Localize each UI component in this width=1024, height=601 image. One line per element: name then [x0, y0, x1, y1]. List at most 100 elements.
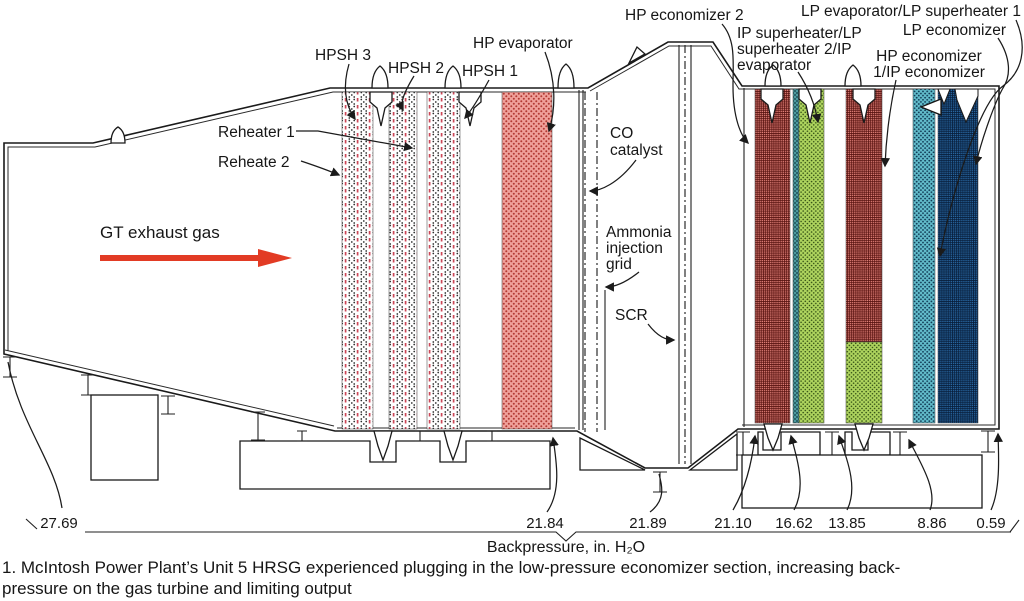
- label-ip-superheater-line3: evaporator: [737, 57, 811, 74]
- dimension-tick-left: [25, 518, 38, 530]
- ibeam-hp-2: [415, 430, 425, 442]
- value-27-69: 27.69: [40, 515, 78, 532]
- leader-lp-evaporator: [936, 19, 1023, 258]
- header-top-right-3: [852, 88, 876, 124]
- leader-value-13-85: [837, 434, 853, 511]
- foundation-block-hp: [239, 440, 551, 490]
- label-hp-economizer1-line2: 1/IP economizer: [873, 64, 985, 81]
- bank-ip-superheater-stripe: [792, 88, 800, 424]
- label-co-catalyst-line2: catalyst: [610, 142, 663, 159]
- header-dome-hp-roof-1: [371, 65, 389, 89]
- header-top-hp-1: [369, 91, 393, 127]
- label-co-catalyst-line1: CO: [610, 125, 633, 142]
- label-ip-superheater-line2: superheater 2/IP: [737, 41, 852, 58]
- label-ammonia-line1: Ammonia: [606, 224, 672, 241]
- leader-hpsh2: [395, 75, 415, 112]
- leader-lp-economizer: [973, 37, 1009, 166]
- value-13-85: 13.85: [828, 515, 866, 532]
- bank-hpsh1: [426, 91, 461, 430]
- leader-hp-economizer1: [880, 79, 897, 168]
- value-21-10: 21.10: [714, 515, 752, 532]
- header-bottom-right-2: [854, 423, 874, 452]
- lp-evaporator-white-arrow: [919, 98, 942, 116]
- bank-hpsh3-reheater2: [341, 91, 374, 430]
- label-hp-evaporator: HP evaporator: [473, 35, 573, 52]
- header-dome-hp-roof-2: [444, 65, 462, 89]
- duct-inner-wall-left: [7, 91, 586, 351]
- bank-hp-economizer1-ip-economizer-upper: [845, 88, 883, 343]
- ibeam-right-2: [825, 431, 839, 456]
- leader-value-21-89: [649, 473, 663, 513]
- header-top-right-2: [798, 88, 822, 124]
- caption-line2: pressure on the gas turbine and limiting…: [2, 579, 352, 598]
- header-top-right-1: [760, 88, 784, 124]
- leader-co-catalyst: [588, 159, 637, 196]
- leader-value-0-59: [990, 432, 1003, 511]
- label-hp-economizer1-line1: HP economizer: [876, 48, 982, 65]
- flow-arrow-head: [258, 249, 292, 267]
- figure-caption: 1. McIntosh Power Plant’s Unit 5 HRSG ex…: [2, 558, 900, 598]
- label-gt-exhaust-gas: GT exhaust gas: [100, 223, 220, 242]
- leader-value-16-62: [788, 434, 801, 511]
- label-scr: SCR: [615, 307, 648, 324]
- leader-value-21-10: [732, 434, 759, 511]
- leader-value-21-84: [546, 436, 559, 513]
- caption-line1: 1. McIntosh Power Plant’s Unit 5 HRSG ex…: [2, 558, 900, 577]
- tube-banks: [341, 88, 979, 430]
- backpressure-values: 27.69 21.84 21.89 21.10 16.62 13.85 8.86…: [40, 515, 1005, 556]
- bank-hp-economizer2: [754, 88, 791, 424]
- bank-ip-superheater-lp-superheater2-ip-evaporator: [798, 88, 825, 424]
- label-hpsh2: HPSH 2: [388, 60, 444, 77]
- leader-ip-superheater: [797, 71, 822, 124]
- ibeam-inlet-4: [251, 411, 265, 441]
- label-lp-evaporator: LP evaporator/LP superheater 1: [801, 3, 1021, 20]
- leader-ammonia-grid: [604, 271, 640, 292]
- backpressure-dimension: [25, 518, 1020, 542]
- gt-exhaust-flow: [100, 249, 292, 267]
- ibeam-scr: [653, 471, 667, 493]
- header-dome-hp-roof-3: [557, 63, 575, 89]
- dimension-tick-right: [1009, 519, 1020, 533]
- foundation-slab-right: [741, 454, 983, 509]
- text-labels: GT exhaust gas HPSH 3 HPSH 2 HPSH 1 HP e…: [100, 3, 1021, 324]
- ibeam-inlet-3: [161, 395, 175, 415]
- dimension-line: [85, 531, 1011, 542]
- label-ammonia-line3: grid: [606, 256, 632, 273]
- label-hpsh1: HPSH 1: [462, 63, 518, 80]
- value-21-84: 21.84: [526, 515, 564, 532]
- duct-inner-floor-inlet: [4, 349, 335, 427]
- bank-hp-economizer1-ip-economizer-lower: [845, 341, 883, 424]
- leader-reheater1: [296, 130, 414, 152]
- leader-hp-economizer2: [721, 23, 749, 144]
- leader-value-8-86: [908, 438, 933, 511]
- value-16-62: 16.62: [775, 515, 813, 532]
- header-bottom-hp-1: [373, 430, 393, 462]
- foundation-wedge-scr-left: [579, 436, 646, 471]
- bank-hpsh2-reheater1: [388, 91, 418, 430]
- value-21-89: 21.89: [629, 515, 667, 532]
- header-dome-right-roof-1: [764, 64, 782, 87]
- header-dome-right-roof-2: [844, 64, 862, 87]
- steam-headers: [110, 45, 876, 462]
- backpressure-axis-label: Backpressure, in. H₂O: [487, 539, 645, 556]
- duct-joint-hp-scr: [578, 90, 584, 430]
- duct-inner-roof-right: [589, 45, 996, 426]
- bank-lp-economizer-top-notch-left: [937, 88, 951, 106]
- header-dome-inlet-roof: [110, 126, 126, 144]
- foundation-wedge-scr-right: [688, 432, 738, 471]
- leader-hpsh3: [344, 63, 356, 121]
- label-hpsh3: HPSH 3: [315, 47, 371, 64]
- header-bottom-right-1: [763, 423, 783, 452]
- ibeam-hp-3: [487, 430, 497, 442]
- value-8-86: 8.86: [917, 515, 946, 532]
- ibeam-inlet-2: [81, 374, 95, 396]
- leader-scr: [647, 323, 676, 345]
- bank-lp-evaporator-lp-superheater1: [912, 88, 936, 424]
- value-0-59: 0.59: [976, 515, 1005, 532]
- leader-hp-evaporator: [544, 51, 556, 133]
- label-lp-economizer: LP economizer: [903, 22, 1006, 39]
- header-bump-scr-roof: [627, 45, 647, 65]
- leader-lines: [7, 19, 1023, 513]
